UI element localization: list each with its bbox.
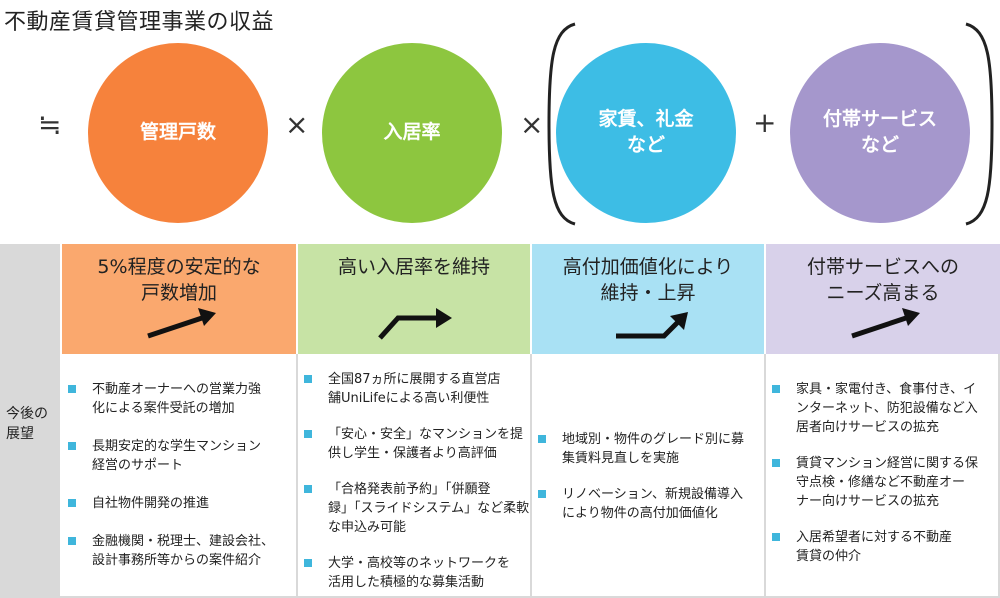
list-item: 長期安定的な学生マンション 経営のサポート	[62, 437, 296, 475]
sidebar-label: 今後の 展望	[6, 406, 48, 442]
column-body-units: 不動産オーナーへの営業力強 化による案件受託の増加 長期安定的な学生マンション …	[62, 354, 296, 598]
list-item: 家具・家電付き、食事付き、イ ンターネット、防犯設備など入 居者向けサービスの拡…	[766, 380, 996, 437]
arrow-step-up-icon	[378, 308, 452, 340]
column-divider	[296, 354, 298, 598]
sidebar-outlook	[0, 244, 60, 598]
bullet-square-icon	[304, 559, 312, 567]
column-body-occupancy: 全国87ヵ所に展開する直営店 舗UniLifeによる高い利便性 「安心・安全」な…	[298, 354, 530, 598]
column-header-text: 高付加価値化により 維持・上昇	[562, 256, 734, 304]
list-item: 全国87ヵ所に展開する直営店 舗UniLifeによる高い利便性	[298, 370, 530, 408]
bottom-divider	[60, 596, 1000, 598]
circle-rent-keymoney: 家賃、礼金 など	[556, 43, 736, 223]
page-title: 不動産賃貸管理事業の収益	[4, 10, 275, 35]
bullet-square-icon	[68, 385, 76, 393]
arrow-rising-icon	[851, 308, 920, 339]
bullet-square-icon	[68, 499, 76, 507]
column-header-services: 付帯サービスへの ニーズ高まる	[766, 244, 1000, 354]
list-item: 入居希望者に対する不動産 賃貸の仲介	[766, 528, 996, 566]
bullet-square-icon	[772, 385, 780, 393]
list-item: 不動産オーナーへの営業力強 化による案件受託の増加	[62, 380, 296, 418]
times-sign-2: ×	[520, 108, 544, 141]
column-header-text: 高い入居率を維持	[337, 256, 490, 278]
list-item: 自社物件開発の推進	[62, 494, 296, 513]
arrow-flat-up-icon	[616, 312, 688, 339]
column-header-units: 5%程度の安定的な 戸数増加	[62, 244, 296, 354]
bullet-square-icon	[772, 459, 780, 467]
circle-ancillary-services: 付帯サービス など	[790, 43, 970, 223]
column-body-value: 地域別・物件のグレード別に募 集賃料見直しを実施 リノベーション、新規設備導入 …	[532, 354, 764, 598]
times-sign-1: ×	[285, 108, 309, 141]
column-header-text: 付帯サービスへの ニーズ高まる	[806, 256, 959, 304]
bullet-square-icon	[304, 485, 312, 493]
bullet-square-icon	[68, 537, 76, 545]
circle-management-units: 管理戸数	[88, 43, 268, 223]
list-item: 「合格発表前予約」「併願登 録」「スライドシステム」など柔軟 な申込み可能	[298, 480, 530, 537]
list-item: リノベーション、新規設備導入 により物件の高付加価値化	[532, 485, 764, 523]
column-divider	[998, 354, 1000, 598]
right-parenthesis	[965, 22, 994, 226]
column-header-value: 高付加価値化により 維持・上昇	[532, 244, 764, 354]
bullet-square-icon	[304, 375, 312, 383]
approx-sign: ≒	[38, 108, 62, 141]
bullet-square-icon	[538, 490, 546, 498]
plus-sign: +	[753, 106, 777, 139]
bullet-square-icon	[772, 533, 780, 541]
column-divider	[764, 354, 766, 598]
bullet-square-icon	[538, 435, 546, 443]
list-item: 地域別・物件のグレード別に募 集賃料見直しを実施	[532, 430, 764, 468]
bullet-square-icon	[304, 430, 312, 438]
list-item: 大学・高校等のネットワークを 活用した積極的な募集活動	[298, 554, 530, 592]
list-item: 金融機関・税理士、建設会社、 設計事務所等からの案件紹介	[62, 532, 296, 570]
bullet-square-icon	[68, 442, 76, 450]
column-body-services: 家具・家電付き、食事付き、イ ンターネット、防犯設備など入 居者向けサービスの拡…	[766, 354, 1000, 598]
column-divider	[530, 354, 532, 598]
column-header-text: 5%程度の安定的な 戸数増加	[97, 256, 261, 304]
list-item: 「安心・安全」なマンションを提 供し学生・保護者より高評価	[298, 425, 530, 463]
arrow-rising-icon	[147, 308, 216, 339]
left-parenthesis	[547, 22, 576, 226]
column-header-occupancy: 高い入居率を維持	[298, 244, 530, 354]
circle-occupancy-rate: 入居率	[322, 43, 502, 223]
list-item: 賃貸マンション経営に関する保 守点検・修繕など不動産オー ナー向けサービスの拡充	[766, 454, 996, 511]
